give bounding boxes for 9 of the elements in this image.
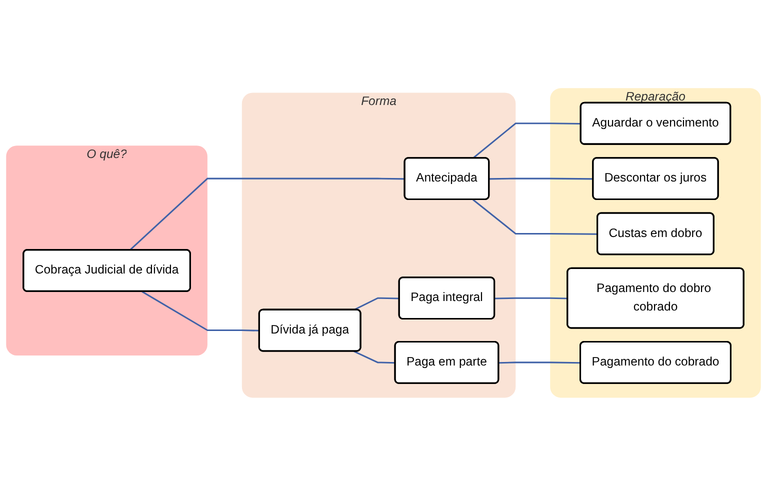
connector xyxy=(129,178,405,251)
connector xyxy=(498,362,581,364)
connector xyxy=(472,199,598,235)
connector xyxy=(494,297,568,300)
connector xyxy=(354,297,400,311)
connector xyxy=(489,178,594,180)
connector xyxy=(142,291,260,332)
connector xyxy=(472,122,581,159)
connector xyxy=(354,350,396,364)
